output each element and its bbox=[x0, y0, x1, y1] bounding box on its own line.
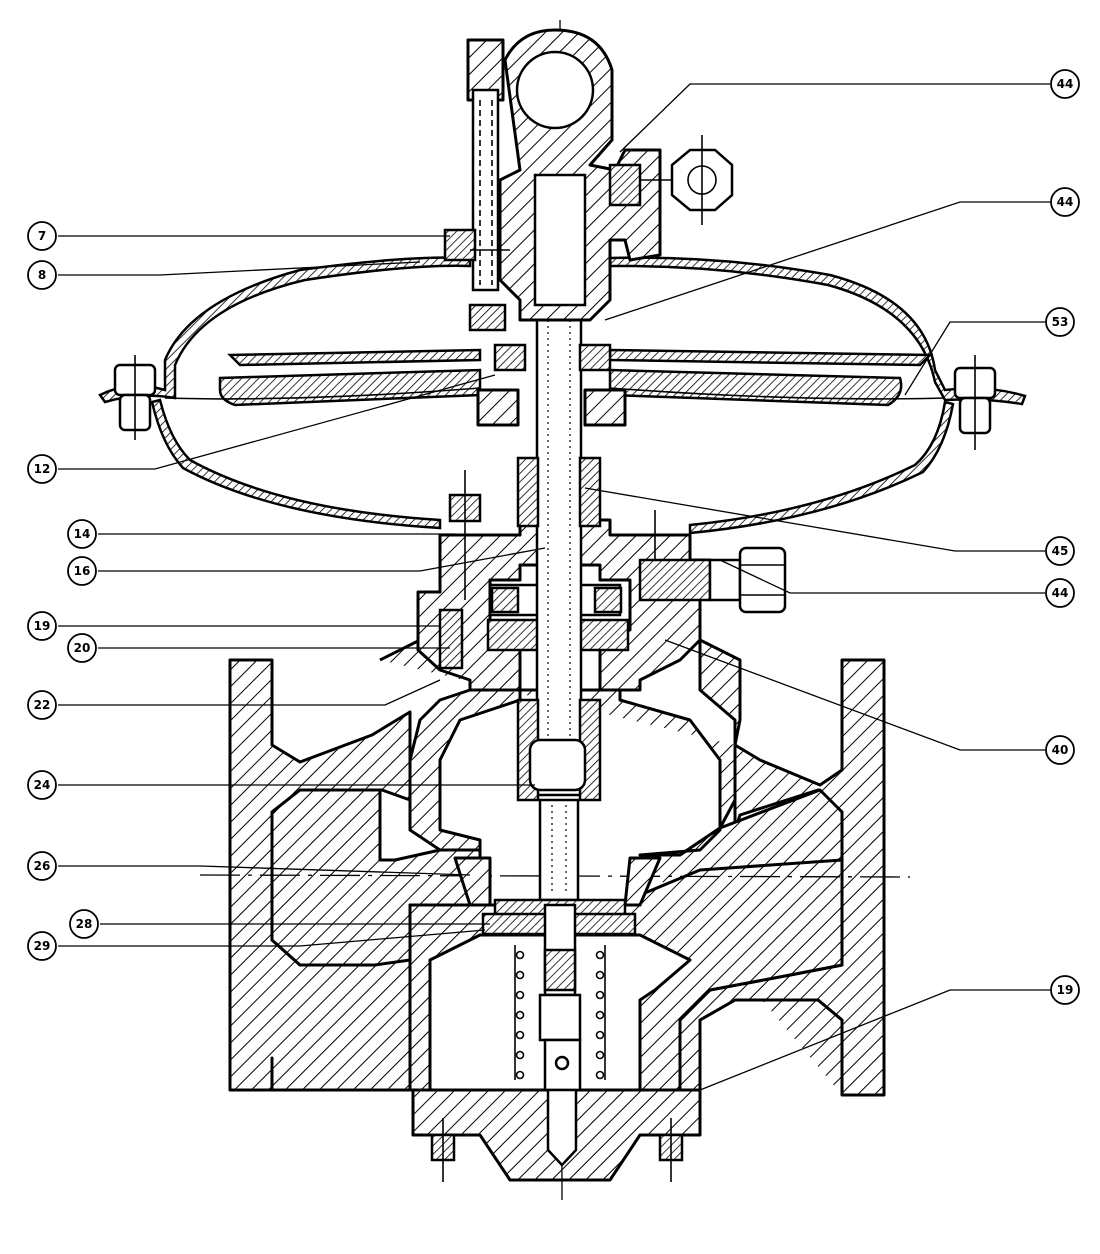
valve-seat-ring-right bbox=[623, 856, 662, 907]
svg-text:44: 44 bbox=[1057, 195, 1074, 209]
svg-text:14: 14 bbox=[74, 527, 91, 541]
callout-29: 29 bbox=[27, 931, 57, 961]
svg-text:44: 44 bbox=[1052, 586, 1069, 600]
vent-fitting bbox=[608, 163, 642, 207]
top-housing bbox=[443, 28, 734, 332]
diaphragm-plate bbox=[227, 348, 482, 367]
svg-text:29: 29 bbox=[34, 939, 51, 953]
callout-19-left: 19 bbox=[27, 611, 57, 641]
svg-text:8: 8 bbox=[38, 268, 46, 282]
callout-45: 45 bbox=[1045, 536, 1075, 566]
svg-text:28: 28 bbox=[76, 917, 93, 931]
callout-20: 20 bbox=[67, 633, 97, 663]
svg-text:44: 44 bbox=[1057, 77, 1074, 91]
flange-bolt-left bbox=[113, 355, 157, 440]
callout-22: 22 bbox=[27, 690, 57, 720]
flange-bolt-right bbox=[953, 355, 997, 450]
diaphragm-housing bbox=[98, 256, 1027, 535]
svg-text:19: 19 bbox=[34, 619, 51, 633]
callout-44-upper: 44 bbox=[1050, 187, 1080, 217]
callout-53: 53 bbox=[1045, 307, 1075, 337]
callout-44-top: 44 bbox=[1050, 69, 1080, 99]
svg-text:40: 40 bbox=[1052, 743, 1069, 757]
svg-text:12: 12 bbox=[34, 462, 51, 476]
return-spring bbox=[514, 945, 606, 1080]
callout-24: 24 bbox=[27, 770, 57, 800]
lower-diaphragm-cover bbox=[150, 398, 442, 530]
callout-40: 40 bbox=[1045, 735, 1075, 765]
valve-seat-ring-left bbox=[453, 856, 492, 907]
callout-14: 14 bbox=[67, 519, 97, 549]
svg-text:22: 22 bbox=[34, 698, 51, 712]
bonnet-bolt bbox=[438, 608, 464, 670]
svg-text:45: 45 bbox=[1052, 544, 1069, 558]
callout-7: 7 bbox=[27, 221, 57, 251]
side-fitting bbox=[638, 558, 712, 602]
callout-12: 12 bbox=[27, 454, 57, 484]
svg-text:16: 16 bbox=[74, 564, 91, 578]
svg-text:20: 20 bbox=[74, 641, 91, 655]
adjuster-bore bbox=[515, 50, 595, 130]
callout-44-lower: 44 bbox=[1045, 578, 1075, 608]
callouts: 44 44 53 45 44 40 19 7 bbox=[27, 69, 1080, 1005]
svg-text:19: 19 bbox=[1057, 983, 1074, 997]
diaphragm-hub-left bbox=[476, 388, 520, 427]
svg-text:53: 53 bbox=[1052, 315, 1069, 329]
diaphragm-hub-right bbox=[583, 388, 627, 427]
callout-26: 26 bbox=[27, 851, 57, 881]
callout-16: 16 bbox=[67, 556, 97, 586]
callout-28: 28 bbox=[69, 909, 99, 939]
callout-19-right: 19 bbox=[1050, 975, 1080, 1005]
leader-lines bbox=[58, 83, 1050, 1091]
svg-text:24: 24 bbox=[34, 778, 51, 792]
valve-plug-assembly bbox=[453, 856, 662, 1167]
svg-text:7: 7 bbox=[38, 229, 46, 243]
callout-8: 8 bbox=[27, 260, 57, 290]
svg-text:26: 26 bbox=[34, 859, 51, 873]
bonnet-assembly bbox=[416, 470, 787, 692]
horizontal-centerline bbox=[199, 874, 911, 878]
